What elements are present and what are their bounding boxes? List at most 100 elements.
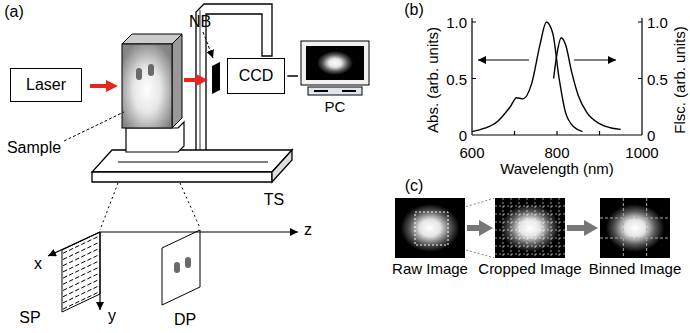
image-panel: Raw Image bbox=[392, 198, 468, 278]
absorbance-curve bbox=[472, 22, 583, 132]
tick-label: 1.0 bbox=[446, 15, 467, 30]
tick-label: 0 bbox=[647, 128, 655, 143]
fluorescence-spot bbox=[317, 51, 353, 75]
nb-filter bbox=[212, 62, 220, 94]
dash bbox=[81, 255, 85, 257]
image-panel-drawing bbox=[495, 198, 565, 258]
dash bbox=[75, 270, 79, 272]
axis-title: Abs. (arb. units) bbox=[425, 27, 440, 133]
axis-name: y bbox=[108, 308, 116, 324]
dash bbox=[87, 240, 91, 242]
x-axis bbox=[48, 232, 100, 256]
inclusion bbox=[185, 257, 191, 268]
dash bbox=[69, 273, 73, 275]
part-label: NB bbox=[189, 14, 211, 30]
node-text: PC bbox=[300, 99, 370, 116]
bin-grid bbox=[495, 254, 565, 255]
dash bbox=[75, 289, 79, 291]
part-label: Sample bbox=[7, 140, 61, 156]
panel-label: (a) bbox=[4, 4, 24, 20]
panel-label: (c) bbox=[405, 178, 424, 194]
image-panel-drawing bbox=[600, 198, 670, 258]
dash bbox=[81, 298, 85, 300]
bin-grid bbox=[495, 222, 565, 223]
pc-icon: PC bbox=[300, 40, 370, 116]
axis-name: x bbox=[34, 256, 42, 272]
dash bbox=[69, 267, 73, 269]
dash bbox=[93, 255, 97, 257]
node-text: CCD bbox=[239, 67, 274, 85]
dash bbox=[63, 264, 67, 266]
crop-guide bbox=[466, 250, 494, 258]
curve-pointer bbox=[574, 59, 616, 60]
drive-slot bbox=[314, 90, 328, 92]
pc-icon-drawing bbox=[300, 40, 370, 96]
bin-grid bbox=[600, 218, 670, 219]
tick-label: 800 bbox=[544, 145, 569, 160]
fluorescence-curve bbox=[554, 38, 621, 130]
connector bbox=[467, 225, 481, 231]
dash bbox=[87, 258, 91, 260]
bin-grid bbox=[527, 198, 528, 258]
projection-line bbox=[100, 183, 118, 230]
dash bbox=[93, 293, 97, 295]
bin-grid bbox=[495, 238, 565, 239]
image-ground bbox=[395, 198, 465, 258]
node-text: Cropped Image bbox=[478, 261, 581, 278]
image-ground bbox=[600, 198, 670, 258]
dash bbox=[63, 257, 67, 259]
image-ground bbox=[495, 198, 565, 258]
dash bbox=[87, 289, 91, 291]
dash bbox=[81, 274, 85, 276]
axis-title: Wavelength (nm) bbox=[500, 161, 614, 176]
bin-grid bbox=[646, 198, 647, 258]
bin-grid bbox=[503, 198, 504, 258]
dash bbox=[69, 255, 73, 257]
dash bbox=[87, 246, 91, 248]
drive-slot bbox=[342, 90, 356, 92]
dash bbox=[75, 252, 79, 254]
panel-label: (b) bbox=[404, 2, 424, 18]
dash bbox=[93, 280, 97, 282]
sample-side bbox=[172, 34, 182, 128]
dash bbox=[93, 243, 97, 245]
dash bbox=[75, 301, 79, 303]
inclusion bbox=[174, 262, 180, 273]
stage-top bbox=[92, 150, 292, 172]
dash bbox=[81, 261, 85, 263]
detection-plane bbox=[162, 230, 200, 305]
stage-front bbox=[92, 172, 272, 182]
dash bbox=[63, 307, 67, 309]
bin-grid bbox=[543, 198, 544, 258]
dash bbox=[63, 295, 67, 297]
projection-line bbox=[180, 183, 200, 228]
dash bbox=[69, 261, 73, 263]
plane-label: DP bbox=[174, 312, 196, 328]
plot-axes bbox=[472, 18, 642, 135]
tick-label: 0.5 bbox=[446, 71, 467, 86]
dash bbox=[63, 282, 67, 284]
axis-line bbox=[641, 18, 642, 135]
dash bbox=[93, 268, 97, 270]
dash bbox=[63, 276, 67, 278]
image-panel: Binned Image bbox=[589, 198, 682, 278]
dash bbox=[93, 274, 97, 276]
dash bbox=[87, 265, 91, 267]
ccd-box: CCD bbox=[227, 58, 286, 94]
bin-grid bbox=[559, 198, 560, 258]
dash bbox=[63, 251, 67, 253]
bin-grid bbox=[495, 206, 565, 207]
fluorescence-spot bbox=[401, 204, 460, 252]
tick-label: 1.0 bbox=[647, 15, 668, 30]
dash bbox=[63, 301, 67, 303]
bin-grid bbox=[511, 198, 512, 258]
y-axis bbox=[99, 232, 100, 310]
dash bbox=[69, 298, 73, 300]
dash bbox=[75, 277, 79, 279]
connector bbox=[287, 75, 298, 77]
leader-line bbox=[64, 112, 124, 141]
dash bbox=[81, 243, 85, 245]
bin-grid bbox=[623, 198, 624, 258]
stage-track bbox=[118, 162, 268, 163]
